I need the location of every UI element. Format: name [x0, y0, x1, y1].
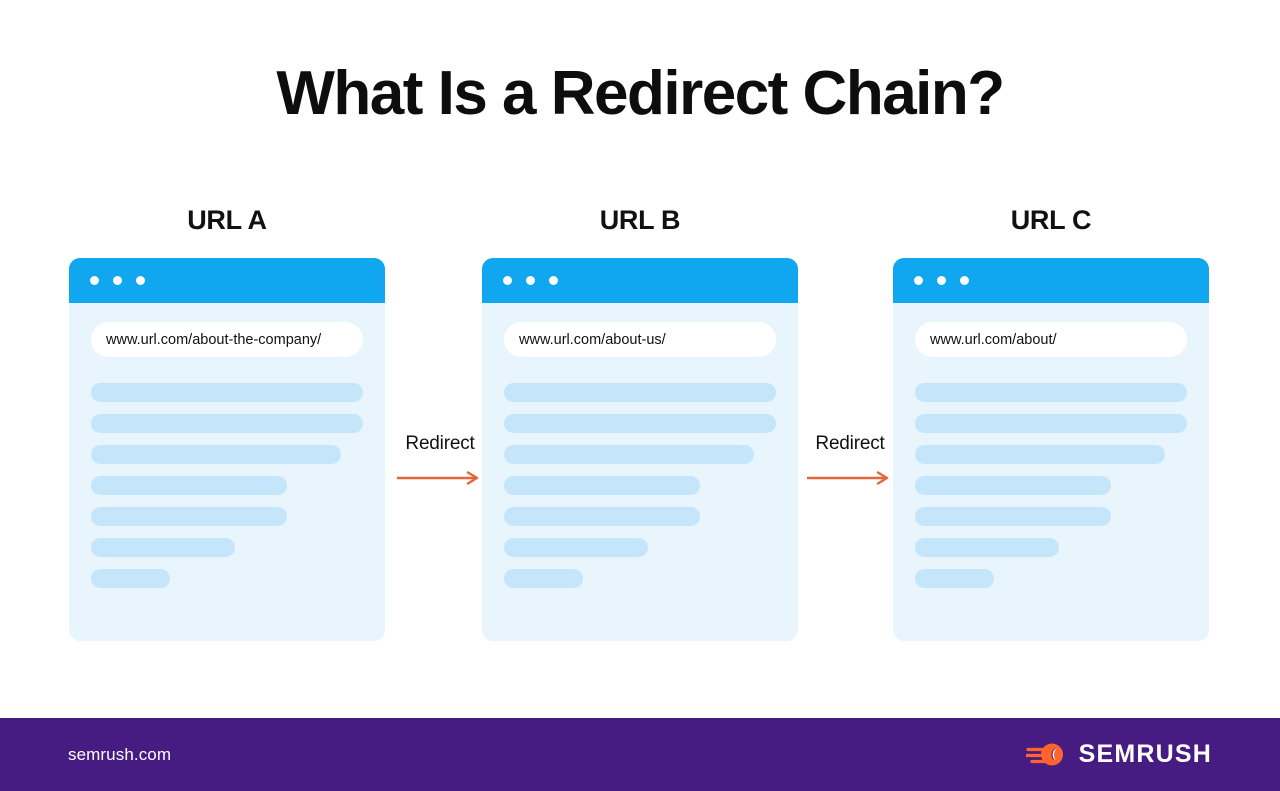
content-line	[91, 569, 170, 588]
content-line	[504, 569, 583, 588]
url-column-c: URL C www.url.com/about/	[893, 205, 1209, 641]
content-line	[91, 538, 236, 557]
browser-titlebar-b	[482, 258, 798, 303]
content-line	[915, 569, 994, 588]
url-column-b: URL B www.url.com/about-us/	[482, 205, 798, 641]
window-dot-minimize-icon	[937, 276, 946, 285]
window-dot-minimize-icon	[526, 276, 535, 285]
content-line	[915, 476, 1111, 495]
browser-window-c: www.url.com/about/	[893, 258, 1209, 641]
content-line	[91, 414, 363, 433]
browser-titlebar-a	[69, 258, 385, 303]
content-line	[504, 507, 700, 526]
window-dot-maximize-icon	[136, 276, 145, 285]
content-line	[504, 383, 776, 402]
content-line	[915, 507, 1111, 526]
redirect-connector-a-to-b: Redirect	[380, 433, 500, 485]
semrush-comet-icon	[1025, 743, 1063, 766]
address-bar-b[interactable]: www.url.com/about-us/	[504, 322, 776, 357]
browser-window-b: www.url.com/about-us/	[482, 258, 798, 641]
semrush-wordmark: SEMRUSH	[1078, 740, 1212, 768]
url-column-a-heading: URL A	[187, 205, 267, 235]
content-line	[91, 476, 287, 495]
content-line	[504, 476, 700, 495]
window-dot-close-icon	[90, 276, 99, 285]
redirect-chain-diagram: URL A www.url.com/about-the-company/ Red…	[0, 205, 1280, 675]
address-bar-a[interactable]: www.url.com/about-the-company/	[91, 322, 363, 357]
redirect-connector-b-to-c: Redirect	[790, 433, 910, 485]
window-dot-close-icon	[503, 276, 512, 285]
address-bar-c[interactable]: www.url.com/about/	[915, 322, 1187, 357]
redirect-label: Redirect	[815, 433, 885, 454]
redirect-label: Redirect	[405, 433, 475, 454]
url-column-c-heading: URL C	[1010, 205, 1092, 235]
content-line	[91, 507, 287, 526]
footer-site-url: semrush.com	[68, 744, 172, 764]
content-line	[504, 414, 776, 433]
content-line	[504, 445, 755, 464]
footer-bar: semrush.com SEMRUSH	[0, 718, 1280, 791]
arrow-right-icon	[397, 471, 479, 485]
content-line	[915, 414, 1187, 433]
url-column-b-heading: URL B	[599, 205, 681, 235]
content-line	[504, 538, 649, 557]
window-dot-maximize-icon	[960, 276, 969, 285]
page-content-placeholder-b	[504, 383, 776, 600]
browser-window-a: www.url.com/about-the-company/	[69, 258, 385, 641]
window-dot-maximize-icon	[549, 276, 558, 285]
content-line	[91, 383, 363, 402]
browser-titlebar-c	[893, 258, 1209, 303]
arrow-right-icon	[807, 471, 889, 485]
window-dot-minimize-icon	[113, 276, 122, 285]
page-title: What Is a Redirect Chain?	[276, 59, 1005, 128]
semrush-logo: SEMRUSH	[1025, 740, 1212, 769]
content-line	[915, 445, 1166, 464]
content-line	[915, 383, 1187, 402]
page-content-placeholder-a	[91, 383, 363, 600]
content-line	[915, 538, 1060, 557]
content-line	[91, 445, 342, 464]
window-dot-close-icon	[914, 276, 923, 285]
url-column-a: URL A www.url.com/about-the-company/	[69, 205, 385, 641]
page-content-placeholder-c	[915, 383, 1187, 600]
